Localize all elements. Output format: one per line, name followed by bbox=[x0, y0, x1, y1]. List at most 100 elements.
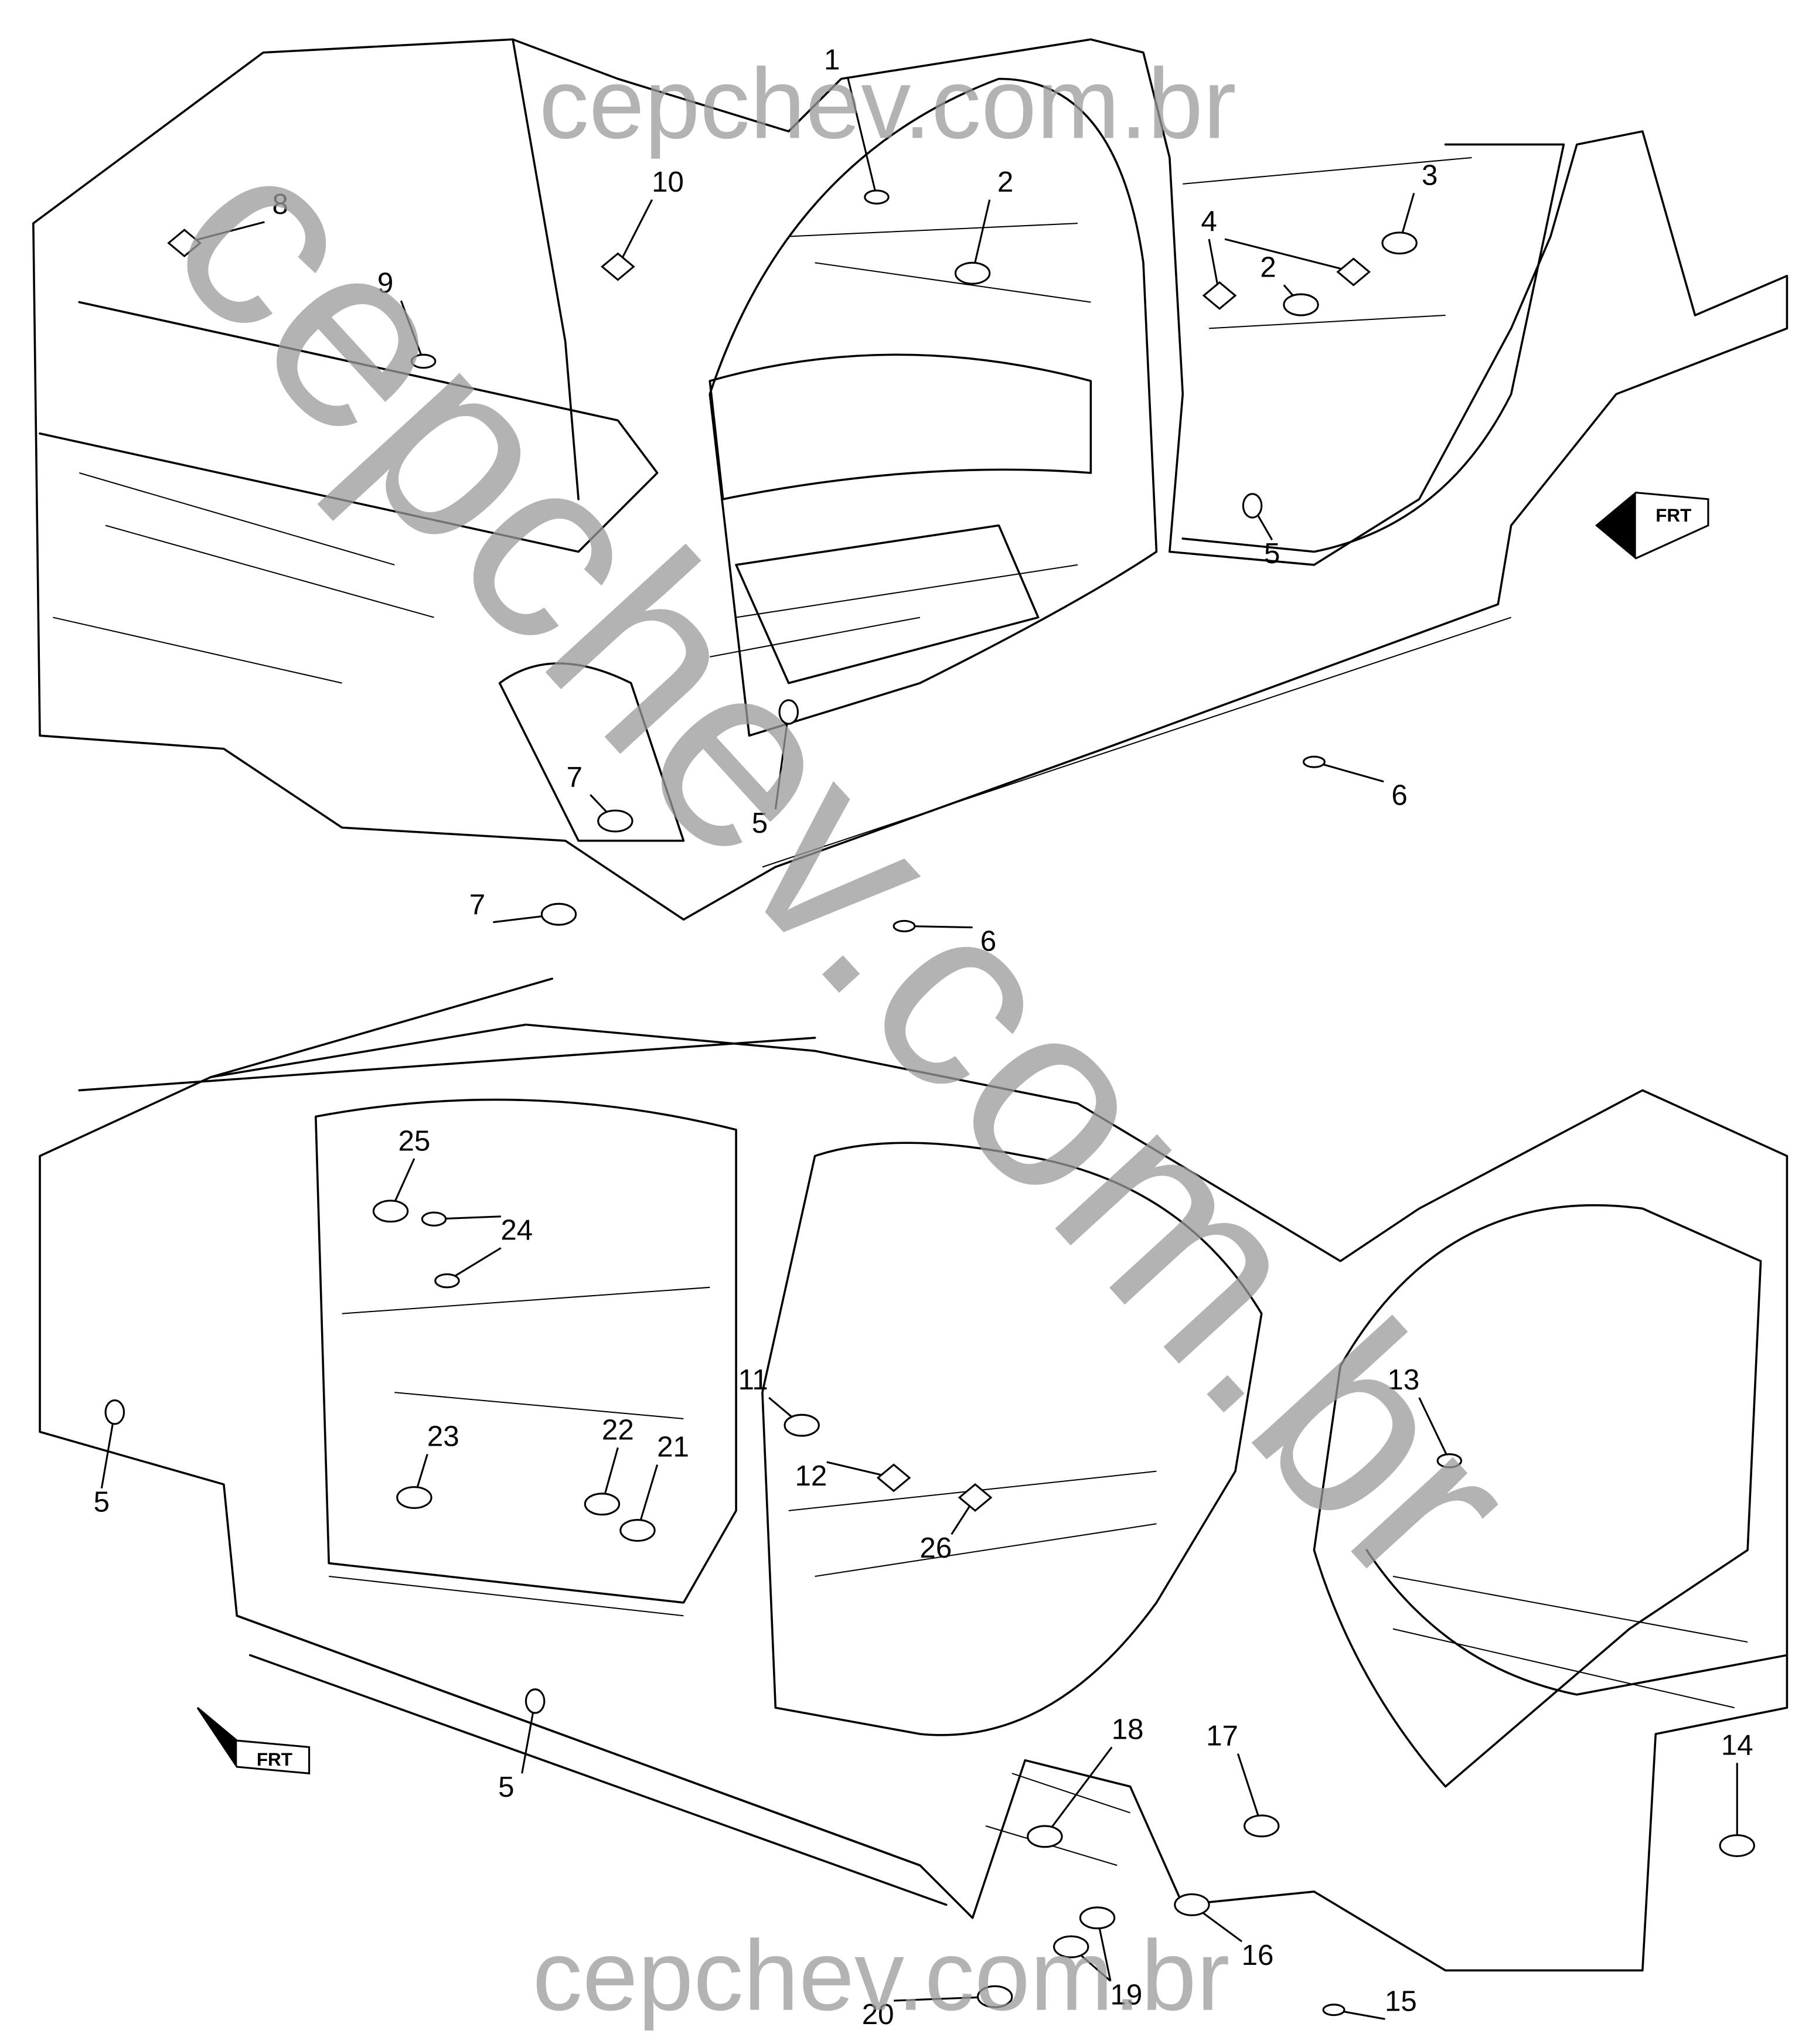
frt-label: FRT bbox=[257, 1749, 292, 1770]
plug-part-icon bbox=[954, 261, 991, 285]
callout-23: 23 bbox=[396, 1420, 459, 1509]
callout-number: 6 bbox=[980, 925, 996, 958]
callout-6: 6 bbox=[1302, 755, 1408, 812]
plug-part-icon bbox=[778, 699, 799, 725]
plug-part-icon bbox=[540, 902, 577, 926]
plug-part-icon bbox=[893, 919, 916, 932]
plug-part-icon bbox=[976, 1985, 1013, 2008]
callout-4: 4 bbox=[1201, 205, 1371, 310]
callout-1: 1 bbox=[824, 43, 890, 205]
callout-number: 25 bbox=[398, 1125, 430, 1157]
leader-line bbox=[1044, 1746, 1113, 1837]
callout-number: 17 bbox=[1206, 1720, 1238, 1752]
leader-line bbox=[1418, 1397, 1450, 1462]
callout-number: 14 bbox=[1721, 1729, 1753, 1761]
callout-number: 5 bbox=[498, 1771, 514, 1803]
callout-14: 14 bbox=[1719, 1729, 1755, 1858]
callout-2: 2 bbox=[954, 166, 1013, 285]
leader-line bbox=[1224, 238, 1354, 273]
plug-part-icon bbox=[1436, 1453, 1463, 1469]
callout-number: 20 bbox=[862, 1998, 894, 2031]
plug-part-icon bbox=[1079, 1906, 1116, 1930]
plug-part-icon bbox=[597, 809, 633, 833]
watermark-diagonal: cepchev.com.br bbox=[115, 89, 1572, 1641]
callout-6: 6 bbox=[893, 919, 996, 958]
callout-19: 19 bbox=[1053, 1906, 1142, 2011]
callout-21: 21 bbox=[619, 1431, 689, 1542]
callout-number: 5 bbox=[752, 807, 768, 839]
callout-22: 22 bbox=[584, 1413, 634, 1516]
plug-part-icon bbox=[601, 252, 635, 281]
callout-number: 5 bbox=[1264, 537, 1280, 570]
plug-part-icon bbox=[1053, 1935, 1089, 1958]
callout-number: 3 bbox=[1422, 159, 1438, 192]
callout-12: 12 bbox=[795, 1460, 911, 1493]
plug-part-icon bbox=[619, 1519, 656, 1542]
callout-16: 16 bbox=[1174, 1893, 1274, 1971]
plug-part-icon bbox=[1202, 281, 1237, 310]
callout-3: 3 bbox=[1381, 159, 1438, 255]
leader-line bbox=[774, 711, 790, 810]
callout-number: 19 bbox=[1110, 1978, 1142, 2011]
callout-9: 9 bbox=[377, 267, 437, 369]
callout-number: 21 bbox=[657, 1431, 689, 1463]
callout-number: 7 bbox=[567, 761, 583, 793]
leader-line bbox=[184, 221, 265, 244]
callout-24: 24 bbox=[421, 1211, 533, 1289]
callout-number: 5 bbox=[94, 1486, 110, 1518]
leader-line bbox=[400, 300, 425, 362]
callout-5: 5 bbox=[498, 1688, 546, 1803]
callout-number: 4 bbox=[1201, 205, 1217, 237]
callout-number: 26 bbox=[919, 1532, 952, 1564]
callout-5: 5 bbox=[752, 699, 799, 839]
front-direction-indicators: FRT FRT bbox=[196, 491, 1709, 1774]
callout-10: 10 bbox=[601, 166, 684, 281]
plug-part-icon bbox=[372, 1200, 409, 1223]
callout-number: 16 bbox=[1242, 1939, 1274, 1971]
callout-number: 22 bbox=[602, 1413, 634, 1446]
callout-number: 23 bbox=[427, 1420, 459, 1453]
callout-26: 26 bbox=[919, 1483, 993, 1564]
plug-part-icon bbox=[958, 1483, 993, 1512]
callout-17: 17 bbox=[1206, 1720, 1280, 1838]
callout-11: 11 bbox=[738, 1364, 820, 1437]
plug-part-icon bbox=[1283, 293, 1319, 316]
callout-number: 13 bbox=[1387, 1364, 1419, 1396]
plug-part-icon bbox=[1336, 257, 1371, 287]
plug-part-icon bbox=[784, 1413, 820, 1437]
leader-line bbox=[972, 199, 991, 274]
plug-part-icon bbox=[1719, 1834, 1755, 1858]
callout-number: 11 bbox=[738, 1364, 768, 1396]
callout-number: 2 bbox=[997, 166, 1013, 198]
plug-part-icon bbox=[104, 1399, 125, 1425]
callout-number: 24 bbox=[500, 1214, 533, 1246]
plug-part-icon bbox=[584, 1493, 621, 1516]
leader-line bbox=[616, 199, 653, 267]
plug-part-icon bbox=[1174, 1893, 1210, 1916]
callout-25: 25 bbox=[372, 1125, 430, 1223]
callout-number: 15 bbox=[1385, 1985, 1417, 2018]
callout-7: 7 bbox=[567, 761, 633, 833]
callout-18: 18 bbox=[1027, 1713, 1144, 1848]
callout-number: 10 bbox=[652, 166, 684, 198]
frt-label: FRT bbox=[1656, 505, 1691, 526]
top-body-structure bbox=[32, 38, 1789, 921]
plug-part-icon bbox=[410, 353, 437, 369]
leader-line bbox=[847, 77, 878, 197]
leader-line bbox=[447, 1247, 502, 1282]
callout-15: 15 bbox=[1322, 1985, 1417, 2020]
callout-20: 20 bbox=[862, 1985, 1013, 2031]
plug-part-icon bbox=[167, 229, 202, 258]
leader-line bbox=[1236, 1753, 1263, 1827]
callout-number: 8 bbox=[272, 188, 288, 220]
plug-part-icon bbox=[524, 1688, 546, 1714]
plug-part-icon bbox=[1381, 231, 1418, 255]
callout-number: 1 bbox=[824, 43, 840, 76]
watermarks: cepchev.com.br cepchev.com.br cepchev.co… bbox=[115, 48, 1572, 2031]
frt-arrow-bottom: FRT bbox=[196, 1706, 311, 1774]
plug-part-icon bbox=[864, 189, 890, 205]
callout-8: 8 bbox=[167, 188, 288, 258]
